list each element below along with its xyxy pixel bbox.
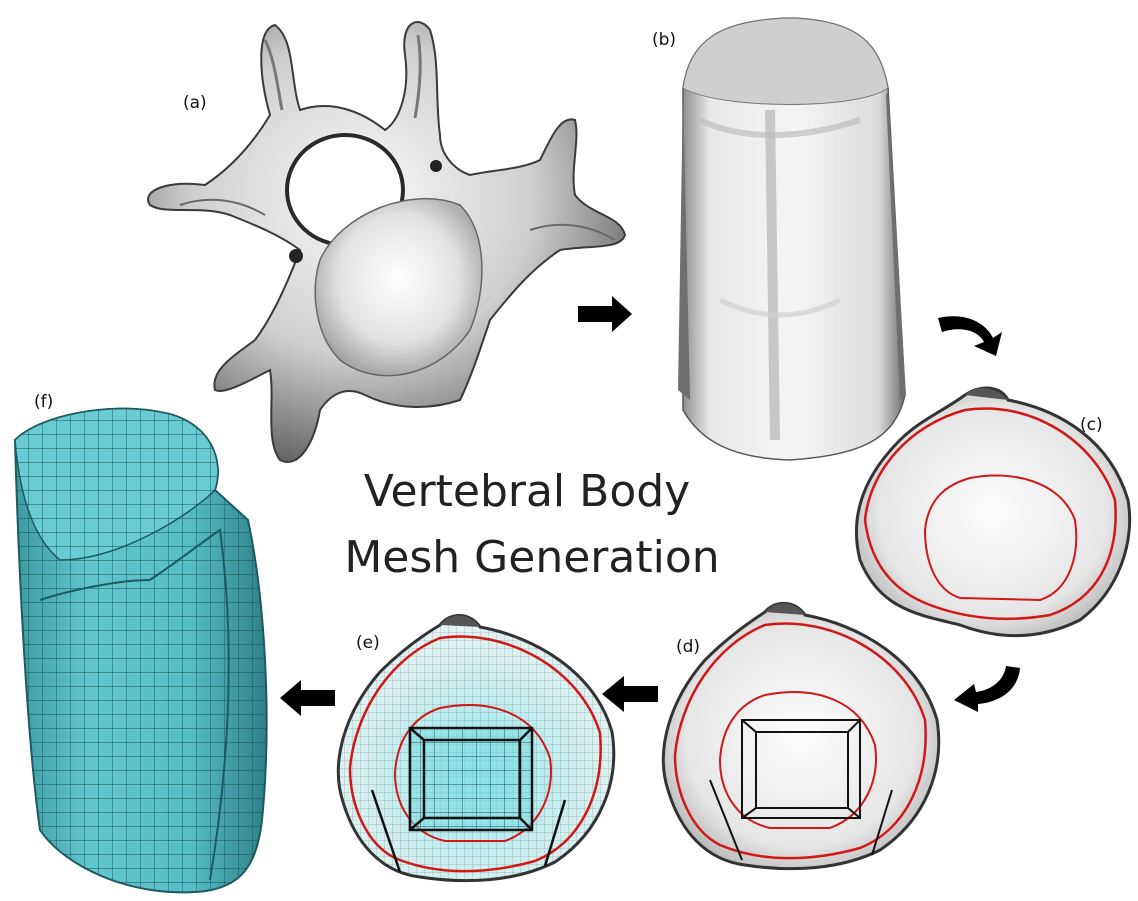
panel-e-meshed-slice — [338, 615, 613, 880]
panel-label-a: (a) — [183, 93, 207, 113]
panel-label-f: (f) — [34, 392, 53, 412]
panel-label-c: (c) — [1080, 415, 1103, 435]
arrow-c-to-d — [954, 666, 1020, 712]
panel-d-block-decomposition — [663, 603, 938, 868]
panel-f-hex-mesh — [15, 409, 267, 893]
arrow-a-to-b — [578, 296, 632, 332]
panel-label-b: (b) — [652, 30, 676, 50]
arrow-d-to-e — [602, 676, 658, 712]
panel-a-vertebra — [148, 22, 625, 462]
arrow-b-to-c — [938, 316, 1002, 356]
panel-label-e: (e) — [356, 633, 380, 653]
arrow-e-to-f — [280, 680, 335, 716]
panel-b-vertebral-body — [678, 18, 906, 460]
figure-title-line-2: Mesh Generation — [344, 532, 719, 583]
panel-label-d: (d) — [676, 637, 700, 657]
figure-title-line-1: Vertebral Body — [364, 466, 690, 517]
